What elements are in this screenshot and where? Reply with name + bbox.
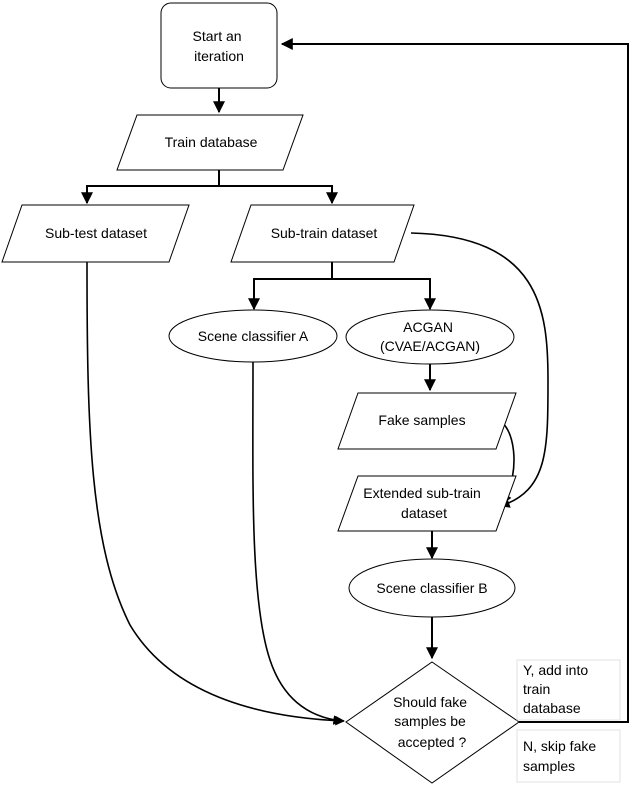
- start-node: Start an iteration: [160, 2, 278, 89]
- sub-train-label: Sub-train dataset: [271, 225, 378, 241]
- yes-branch-label: Y, add into train database: [516, 659, 621, 721]
- arrow-train-to-subtest: [81, 170, 220, 205]
- decision-label: Should fake samples be accepted ?: [393, 694, 471, 750]
- arrow-subtrain-to-acgan: [332, 278, 436, 311]
- fake-samples-label: Fake samples: [378, 412, 465, 428]
- no-branch-text: N, skip fake samples: [523, 738, 600, 774]
- acgan-node: ACGAN (CVAE/ACGAN): [345, 309, 515, 365]
- classifier-a-label: Scene classifier A: [198, 328, 309, 344]
- train-database-label: Train database: [165, 134, 258, 150]
- classifier-b-node: Scene classifier B: [348, 558, 516, 618]
- train-database-node: Train database: [116, 114, 304, 171]
- extended-label: Extended sub-train dataset: [363, 485, 484, 521]
- arrow-train-to-subtrain: [219, 185, 338, 205]
- classifier-a-node: Scene classifier A: [168, 309, 338, 363]
- sub-test-node: Sub-test dataset: [1, 204, 190, 263]
- sub-test-label: Sub-test dataset: [45, 225, 147, 241]
- yes-branch-text: Y, add into train database: [523, 662, 592, 716]
- curve-subtest-to-decision: [86, 261, 345, 726]
- curve-subtrain-to-extended: [410, 232, 549, 508]
- arrow-subtrain-to-classifier-a: [248, 262, 333, 311]
- curve-classifier-a-to-decision: [252, 361, 343, 725]
- classifier-b-label: Scene classifier B: [376, 580, 487, 596]
- start-label: Start an iteration: [193, 28, 246, 64]
- acgan-label: ACGAN (CVAE/ACGAN): [380, 319, 480, 354]
- extended-node: Extended sub-train dataset: [337, 475, 517, 532]
- fake-samples-node: Fake samples: [337, 392, 517, 450]
- no-branch-label: N, skip fake samples: [516, 729, 621, 783]
- decision-node: Should fake samples be accepted ?: [345, 661, 520, 784]
- connectors: [81, 38, 629, 726]
- sub-train-node: Sub-train dataset: [230, 204, 415, 263]
- arrow-yes-loop-to-start: [280, 38, 629, 723]
